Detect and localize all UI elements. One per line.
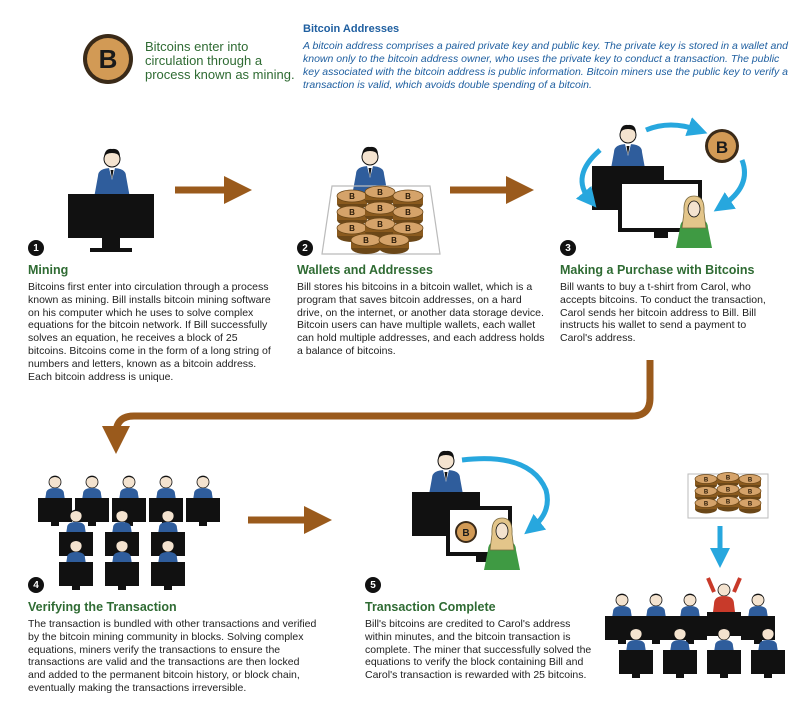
bitcoin-coin-icon: B: [83, 34, 133, 84]
step-number: 1: [28, 240, 44, 256]
svg-text:B: B: [716, 138, 728, 157]
arrow-cycle-icon: [645, 117, 708, 137]
reward-illustration: [604, 472, 786, 679]
intro-text: Bitcoins enter into circulation through …: [145, 39, 295, 82]
svg-text:B: B: [462, 528, 469, 539]
step-title: Wallets and Addresses: [297, 263, 433, 277]
addresses-title: Bitcoin Addresses: [303, 23, 400, 35]
step-body: Bill stores his bitcoins in a bitcoin wa…: [297, 281, 545, 357]
step2-illustration: [321, 146, 441, 255]
step-body: The transaction is bundled with other tr…: [28, 618, 317, 694]
step-title: Transaction Complete: [365, 600, 496, 614]
svg-text:B: B: [99, 44, 118, 74]
step-body: Bitcoins first enter into circulation th…: [28, 281, 271, 383]
step-body: Bill wants to buy a t-shirt from Carol, …: [560, 281, 766, 345]
arrow-cycle-icon: [461, 456, 550, 535]
step1-illustration: [68, 148, 154, 252]
step-number: 2: [297, 240, 313, 256]
step-number: 4: [28, 577, 44, 593]
step-number: 5: [365, 577, 381, 593]
step-title: Making a Purchase with Bitcoins: [560, 263, 755, 277]
step-title: Verifying the Transaction: [28, 600, 177, 614]
step-body: Bill's bitcoins are credited to Carol's …: [365, 618, 592, 682]
step4-illustration: [37, 475, 221, 591]
step5-illustration: B: [412, 450, 550, 571]
addresses-body: A bitcoin address comprises a paired pri…: [303, 40, 788, 91]
arrow-connector-icon: [102, 360, 654, 454]
step-number: 3: [560, 240, 576, 256]
step3-illustration: B: [575, 117, 747, 249]
step-title: Mining: [28, 263, 69, 277]
